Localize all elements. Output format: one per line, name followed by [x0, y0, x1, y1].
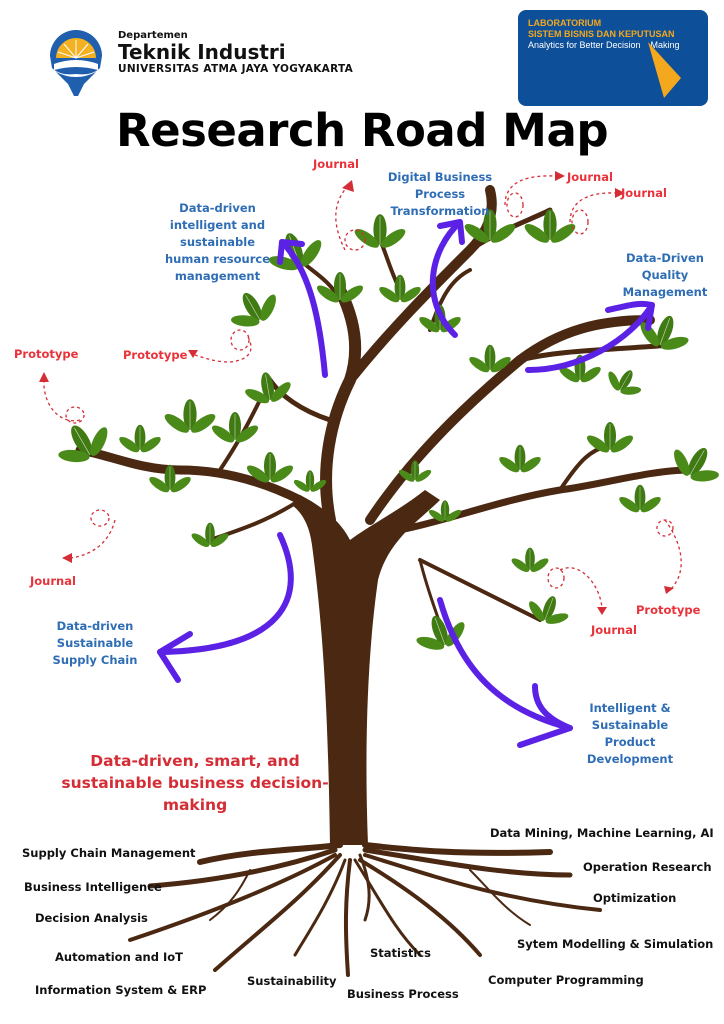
area-line: Quality: [641, 268, 689, 282]
area-line: Data-driven: [56, 619, 134, 633]
area-line: Data-driven: [179, 201, 256, 215]
area-line: management: [174, 269, 261, 283]
area-line: sustainable: [180, 235, 255, 249]
arrow-dssc: [157, 532, 294, 655]
output-journal-ispd: Journal: [591, 623, 637, 637]
area-line: Sustainable: [591, 718, 669, 732]
department-header: Departemen Teknik Industri UNIVERSITAS A…: [118, 30, 353, 75]
department-label: Departemen: [118, 30, 188, 41]
lab-pointer-icon: [648, 42, 681, 98]
area-line: intelligent and: [169, 218, 266, 232]
area-line: Intelligent &: [589, 701, 671, 715]
root-label: Operation Research: [583, 860, 712, 874]
page-title: Research Road Map: [115, 104, 609, 157]
area-line: Supply Chain: [52, 653, 138, 667]
root-label: Information System & ERP: [35, 983, 207, 997]
area-line: Management: [622, 285, 708, 299]
output-prototype-ispd: Prototype: [636, 603, 701, 617]
arrow-hrm: [279, 239, 328, 378]
root-label: Optimization: [593, 891, 677, 905]
root-label: Computer Programming: [488, 973, 644, 987]
area-line: Product: [604, 735, 656, 749]
root-label: Automation and IoT: [55, 950, 183, 964]
output-arrowheads: [39, 171, 674, 615]
lab-title-line2: SISTEM BISNIS DAN KEPUTUSAN: [528, 29, 675, 39]
research-area-dqm: Data-Driven Quality Management: [610, 250, 720, 301]
university-logo: [44, 26, 108, 98]
root-label: Sustainability: [247, 974, 337, 988]
research-area-dbpt: Digital Business Process Transformation: [380, 169, 500, 220]
area-line: Digital Business: [387, 170, 493, 184]
area-line: human resource: [165, 252, 270, 266]
arrow-dbpt: [429, 219, 463, 338]
root-label: Supply Chain Management: [22, 846, 196, 860]
research-arrows: [157, 219, 655, 748]
vision-statement: Data-driven, smart, and sustainable busi…: [61, 752, 329, 814]
area-line: Transformation: [390, 204, 490, 218]
output-journal-dbpt: Journal: [567, 170, 613, 184]
root-label: Business Process: [347, 987, 459, 1001]
arrow-ispd: [437, 597, 573, 731]
lab-tagline: Analytics for Better Decision Making: [528, 40, 680, 50]
tree-roots: [128, 842, 602, 977]
arrow-dqm: [525, 302, 655, 373]
lab-title-line1: LABORATORIUM: [528, 18, 602, 28]
output-journal-hrm: Journal: [313, 157, 359, 171]
research-area-dssc: Data-driven Sustainable Supply Chain: [40, 618, 150, 669]
root-label: Business Intelligence: [24, 880, 162, 894]
area-line: Data-Driven: [626, 251, 704, 265]
output-journal-dssc: Journal: [30, 574, 76, 588]
area-line: Process: [414, 187, 466, 201]
area-line: Sustainable: [56, 636, 134, 650]
output-prototype-hrm: Prototype: [123, 348, 188, 362]
program-name: Teknik Industri: [118, 40, 286, 64]
tree-trunk: [292, 490, 440, 845]
university-emblem-icon: [50, 30, 102, 96]
output-paths: [43, 175, 682, 609]
root-label: Statistics: [370, 946, 431, 960]
university-name: UNIVERSITAS ATMA JAYA YOGYAKARTA: [118, 63, 354, 75]
root-label: Data Mining, Machine Learning, AI: [490, 826, 714, 840]
lab-logo-box: LABORATORIUM SISTEM BISNIS DAN KEPUTUSAN…: [518, 10, 708, 106]
root-label: Decision Analysis: [35, 911, 148, 925]
research-area-hrm: Data-driven intelligent and sustainable …: [150, 200, 285, 285]
root-label: Sytem Modelling & Simulation: [517, 937, 714, 951]
output-journal-dqm: Journal: [621, 186, 667, 200]
area-line: Development: [586, 752, 674, 766]
output-prototype-left: Prototype: [14, 347, 79, 361]
research-area-ispd: Intelligent & Sustainable Product Develo…: [575, 700, 685, 768]
